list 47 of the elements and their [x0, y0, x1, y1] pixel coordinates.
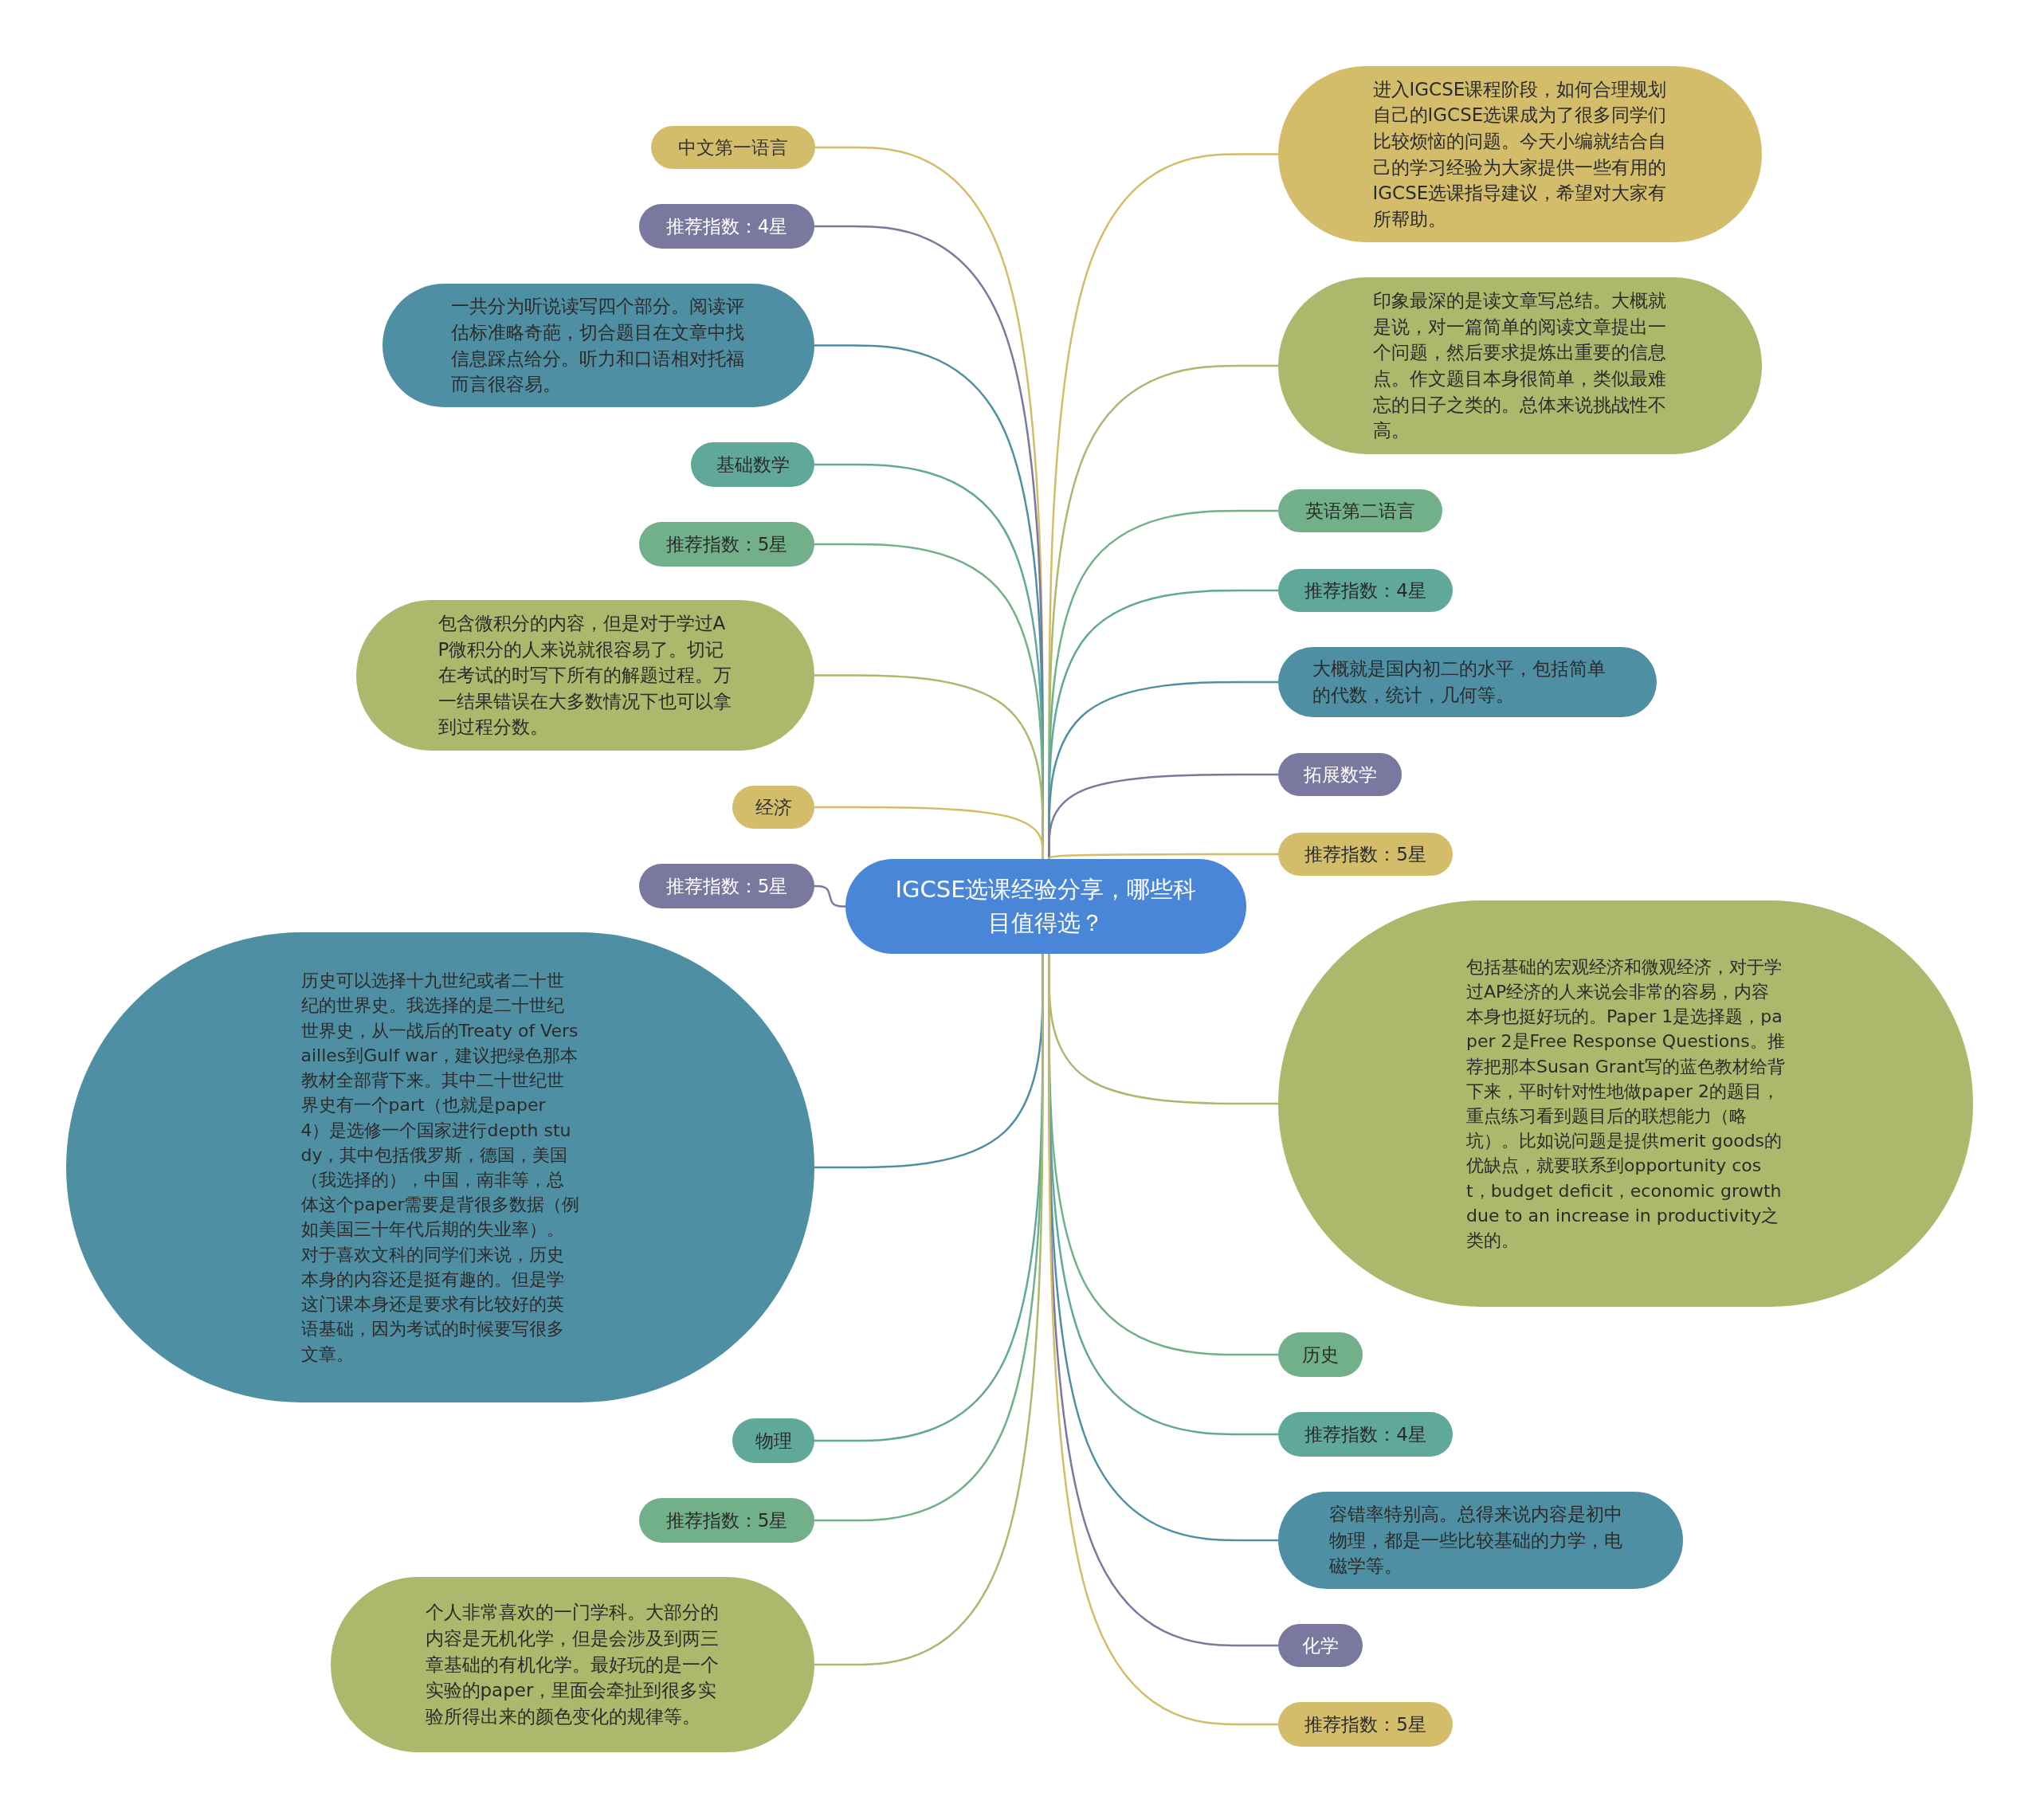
- topic-text: 推荐指数：4星: [1304, 1422, 1426, 1446]
- topic-text: 个人非常喜欢的一门学科。大部分的内容是无机化学，但是会涉及到两三章基础的有机化学。最好玩的是一个实验的paper，里面会牵扯到很多实验所得出来的颜色变化的规律等。: [425, 1601, 720, 1728]
- topic-bubble: [639, 1498, 814, 1543]
- topic-bubble: [1278, 1412, 1453, 1457]
- topic-bubble: [639, 864, 814, 908]
- topic-bubble: [639, 204, 814, 249]
- topic-text: 推荐指数：5星: [665, 874, 788, 898]
- topic-text: 包括基础的宏观经济和微观经济，对于学过AP经济的人来说会非常的容易，内容本身也挺好玩的。Paper 1是选择题，paper 2是Free Response Questions。推荐把那本Susan Grant写的蓝色教材给背下来，平时针对性地做paper 2的题目，重点练习看到题目后的联想能力（略坑）。比如说问题是提供merit goods的优缺点，就要联系到opportunity cost，budget deficit，economic growth due to an increase in productivity之类的。: [1466, 955, 1785, 1253]
- topic-bubble: [1278, 833, 1453, 876]
- connector-line: [814, 885, 845, 908]
- topic-text: 中文第一语言: [678, 135, 788, 159]
- topic-text: 大概就是国内初二的水平，包括简单的代数，统计，几何等。: [1312, 657, 1606, 707]
- topic-bubble: [1278, 1332, 1363, 1377]
- topic-text: 推荐指数：5星: [1304, 842, 1426, 866]
- topic-text: 推荐指数：5星: [1304, 1712, 1426, 1736]
- topic-text: 历史: [1302, 1343, 1339, 1367]
- topic-bubble: [691, 442, 814, 487]
- topic-bubble: [1278, 753, 1402, 796]
- topic-text: 基础数学: [716, 453, 790, 477]
- topic-text: 进入IGCSE课程阶段，如何合理规划自己的IGCSE选课成为了很多同学们比较烦恼的问题。今天小编就结合自己的学习经验为大家提供一些有用的IGCSE选课指导建议，希望对大家有所帮助。: [1372, 77, 1668, 231]
- topic-bubble: [651, 126, 815, 169]
- topic-text: 包含微积分的内容，但是对于学过AP微积分的人来说就很容易了。切记在考试的时写下所有的解题过程。万一结果错误在大多数情况下也可以拿到过程分数。: [437, 611, 732, 739]
- topic-bubble: [1278, 489, 1442, 532]
- connector-line: [814, 806, 1044, 859]
- topic-bubble: [1278, 1702, 1453, 1747]
- topic-bubble: [1278, 1624, 1363, 1667]
- topic-text: 化学: [1302, 1634, 1339, 1657]
- topic-text: 印象最深的是读文章写总结。大概就是说，对一篇简单的阅读文章提出一个问题，然后要求提炼出重要的信息点。作文题目本身很简单，类似最难忘的日子之类的。总体来说挑战性不高。: [1372, 289, 1667, 443]
- topic-text: IGCSE选课经验分享，哪些科目值得选？: [894, 875, 1198, 938]
- topic-bubble: [639, 522, 814, 567]
- topic-text: 一共分为听说读写四个部分。阅读评估标准略奇葩，切合题目在文章中找信息踩点给分。听力和口语相对托福而言很容易。: [451, 295, 745, 397]
- topic-bubble: [1278, 569, 1453, 612]
- topic-text: 推荐指数：5星: [665, 1508, 788, 1532]
- connector-line: [814, 954, 1044, 1666]
- topic-bubble: [732, 1418, 814, 1463]
- topic-text: 拓展数学: [1303, 763, 1377, 786]
- topic-text: 推荐指数：4星: [1304, 579, 1426, 602]
- connector-line: [1048, 853, 1278, 860]
- connector-line: [1048, 773, 1278, 859]
- topic-text: 经济: [755, 795, 792, 819]
- topic-text: 容错率特别高。总得来说内容是初中物理，都是一些比较基础的力学，电磁学等。: [1329, 1503, 1623, 1579]
- topic-text: 推荐指数：4星: [665, 214, 788, 238]
- topic-text: 英语第二语言: [1305, 499, 1415, 523]
- topic-text: 历史可以选择十九世纪或者二十世纪的世界史。我选择的是二十世纪世界史，从一战后的Treaty of Versailles到Gulf war，建议把绿色那本教材全部背下来。其中二十世纪世界史有一个part（也就是paper 4）是选修一个国家进行depth study，其中包括俄罗斯，德国，美国（我选择的），中国，南非等，总体这个paper需要是背很多数据（例如美国三十年代后期的失业率）。对于喜欢文科的同学们来说，历史本身的内容还是挺有趣的。但是学这门课本身还是要求有比较好的英语基础，因为考试的时候要写很多文章。: [300, 970, 580, 1366]
- topic-text: 推荐指数：5星: [665, 532, 788, 556]
- topic-text: 物理: [755, 1429, 792, 1453]
- topic-bubble: [732, 786, 814, 829]
